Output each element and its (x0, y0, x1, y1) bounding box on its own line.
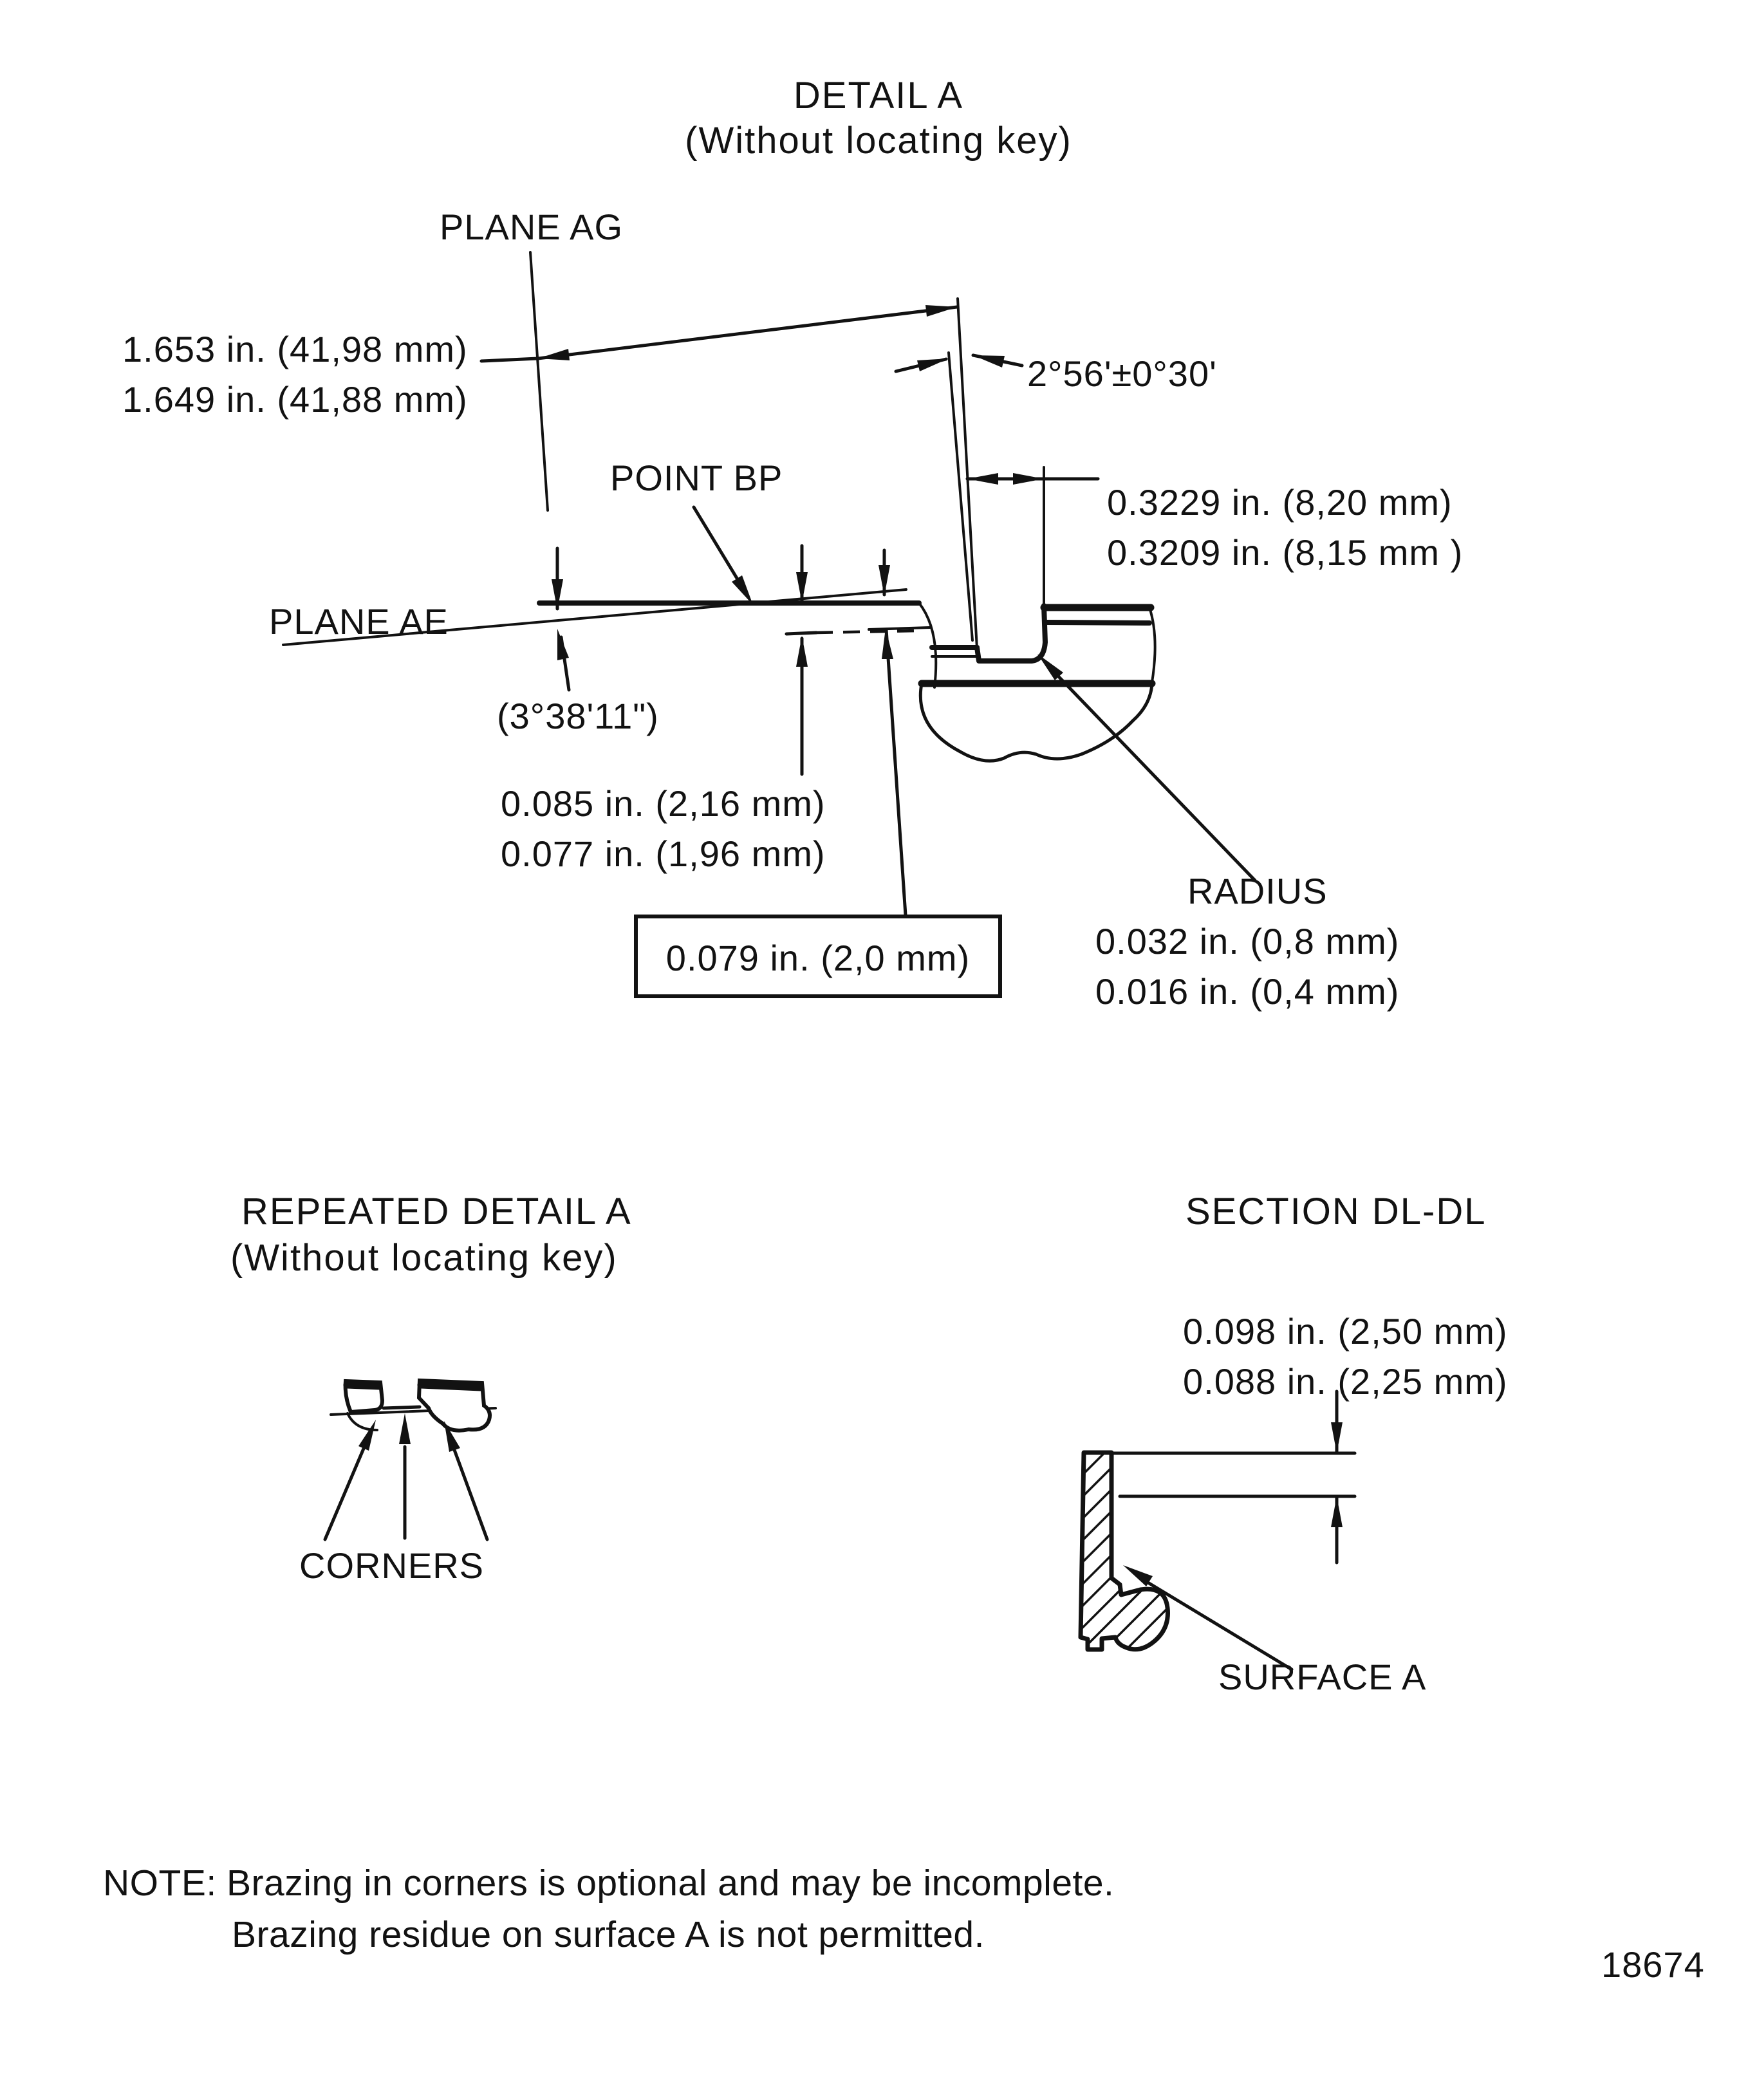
depth-min-dim: 0.077 in. (1,96 mm) (501, 833, 826, 874)
plane-ag-leader-line (529, 251, 549, 512)
repeated-detail-subtitle: (Without locating key) (230, 1237, 618, 1279)
depth-arrow-down (796, 572, 808, 603)
corner-detail-right-block-top (417, 1381, 485, 1391)
width-dim-extension (479, 357, 540, 363)
corner-detail-break-left (346, 1412, 378, 1431)
slot-width-arrow-left (967, 473, 998, 485)
boxed-depth-leader (884, 627, 907, 917)
corners-arrow-right (444, 1421, 460, 1452)
width-dim-arrow-left (538, 349, 570, 360)
break-line-left (918, 602, 938, 689)
point-bp-leader (692, 505, 743, 588)
section-cross-section (1078, 1450, 1170, 1652)
hidden-line-tick (785, 631, 818, 636)
slot-width-max-dim: 0.3229 in. (8,20 mm) (1107, 482, 1453, 523)
section-dl-view: SECTION DL-DL 0.098 in. (2,50 mm) 0.088 … (1078, 1191, 1508, 1697)
section-title: SECTION DL-DL (1185, 1191, 1487, 1232)
surface-a-arrow (1123, 1565, 1153, 1586)
note-line-1: Brazing in corners is optional and may b… (227, 1863, 1114, 1904)
ledge-line (868, 626, 931, 631)
figure-number: 18674 (1601, 1944, 1705, 1985)
angle-arrow-left (917, 358, 949, 371)
note-label: NOTE: (103, 1863, 217, 1904)
detail-a-view: DETAIL A (Without locating key) PLANE AG… (122, 75, 1463, 1012)
repeated-detail-view: REPEATED DETAIL A (Without locating key)… (230, 1191, 632, 1586)
width-min-dim: 1.649 in. (41,88 mm) (122, 379, 468, 420)
section-dim-arrow-down (1331, 1422, 1343, 1453)
boxed-depth-arrow-down (879, 565, 890, 596)
note-line-2: Brazing residue on surface A is not perm… (232, 1914, 985, 1955)
corners-arrow-shaft-right (450, 1441, 489, 1541)
radius-max-dim: 0.032 in. (0,8 mm) (1095, 921, 1399, 962)
plane-ae-arrow-up (557, 629, 569, 660)
boxed-depth-dim: 0.079 in. (2,0 mm) (666, 938, 970, 978)
radius-label: RADIUS (1187, 871, 1328, 911)
width-dim-line (536, 305, 959, 360)
corners-label: CORNERS (299, 1545, 484, 1586)
slot-wall-angle-line (947, 351, 974, 642)
hidden-line-dashed (815, 629, 921, 635)
slot-width-min-dim: 0.3209 in. (8,15 mm ) (1107, 532, 1463, 573)
break-line-right (1148, 606, 1157, 683)
depth-max-dim: 0.085 in. (2,16 mm) (501, 783, 826, 824)
corners-arrow-shaft-left (323, 1439, 369, 1541)
break-line-bottom (918, 682, 1154, 763)
slot-wall-extension-line (956, 297, 978, 650)
boxed-depth-arrow-up (882, 628, 893, 659)
plane-ae-label: PLANE AE (269, 601, 449, 642)
plane-ae-arrow-down (552, 579, 563, 610)
corner-detail-left-block-top (343, 1381, 383, 1390)
radius-leader (1050, 667, 1257, 882)
slot-profile (974, 603, 1048, 664)
point-bp-arrow (732, 575, 753, 605)
surface-a-label: SURFACE A (1218, 1657, 1426, 1697)
repeated-detail-title: REPEATED DETAIL A (241, 1191, 632, 1232)
detail-a-title: DETAIL A (794, 75, 963, 116)
slot-width-arrow-right (1013, 473, 1044, 485)
width-max-dim: 1.653 in. (41,98 mm) (122, 329, 468, 369)
width-dim-arrow-right (925, 305, 957, 317)
detail-a-subtitle: (Without locating key) (685, 120, 1072, 162)
radius-arrow (1037, 654, 1063, 680)
corner-detail-floor-line (382, 1405, 422, 1410)
plane-ag-label: PLANE AG (440, 207, 623, 247)
section-dim-arrow-up (1331, 1496, 1343, 1527)
corners-arrow-center (399, 1413, 411, 1444)
thickness-min-dim: 0.088 in. (2,25 mm) (1183, 1361, 1508, 1402)
plane-ae-angle-dim: (3°38'11") (497, 696, 659, 736)
radius-min-dim: 0.016 in. (0,4 mm) (1095, 971, 1399, 1012)
corner-detail-right-block (416, 1378, 492, 1433)
right-surface-line-bottom (1043, 620, 1152, 626)
wall-angle-dim: 2°56'±0°30' (1027, 353, 1217, 394)
angle-arrow-right (973, 355, 1005, 367)
depth-arrow-up (796, 636, 808, 667)
corners-arrow-left (358, 1420, 376, 1451)
boxed-dim-frame (634, 915, 1002, 998)
point-bp-label: POINT BP (610, 458, 783, 498)
surface-a-leader (1145, 1580, 1294, 1671)
note-block: NOTE: Brazing in corners is optional and… (103, 1863, 1114, 1955)
thickness-max-dim: 0.098 in. (2,50 mm) (1183, 1311, 1508, 1352)
